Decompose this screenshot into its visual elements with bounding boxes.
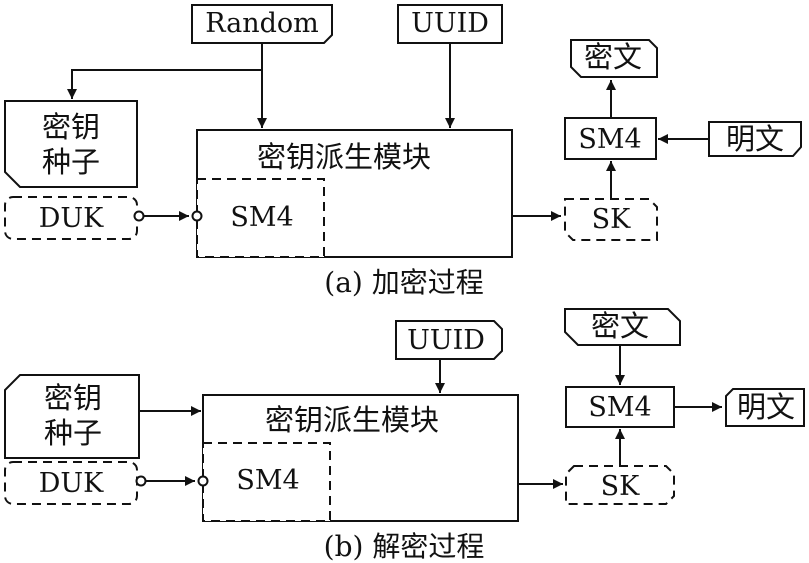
sm4-label-decrypt: SM4 [588,392,651,423]
plaintext-label: 明文 [726,122,784,156]
duk-port [133,210,145,222]
plaintext-node-decrypt: 明文 [725,388,805,427]
random-node: Random [191,4,333,44]
sk-label-decrypt: SK [601,471,640,502]
duk-node: DUK [4,196,138,240]
sm4-label: SM4 [578,124,641,155]
decryption-diagram: UUID 密钥 种子 密钥派生模块 SM4 DUK [4,308,805,563]
sk-node: SK [564,198,658,241]
key-seed-node: 密钥 种子 [4,100,138,188]
kdf-sm4-label: SM4 [230,202,293,233]
ciphertext-label-decrypt: 密文 [591,309,649,343]
plaintext-label-decrypt: 明文 [737,390,795,424]
sm4-node: SM4 [564,117,657,160]
sm4-port-decrypt [197,475,209,487]
plaintext-node: 明文 [708,121,802,157]
duk-node-decrypt: DUK [4,461,138,505]
sm4-port [191,210,203,222]
encryption-diagram: Random UUID 密钥 种子 密钥派生模块 SM4 DUK [4,4,802,299]
random-label: Random [205,8,319,39]
sk-label: SK [592,204,631,235]
ciphertext-node: 密文 [570,39,658,78]
key-seed-label-line1-decrypt: 密钥 [44,381,102,415]
uuid-node: UUID [397,4,503,44]
duk-label-decrypt: DUK [39,468,104,499]
kdf-module-title: 密钥派生模块 [257,140,431,174]
kdf-module: 密钥派生模块 SM4 [196,129,513,258]
caption-encryption: (a) 加密过程 [324,266,483,299]
key-seed-label-line2-decrypt: 种子 [44,416,102,450]
sm4-node-decrypt: SM4 [565,386,675,428]
random-to-seed-arrow [67,69,262,99]
key-seed-label-line1: 密钥 [42,110,100,144]
duk-port-decrypt [135,475,147,487]
ciphertext-node-decrypt: 密文 [564,308,681,346]
ciphertext-label: 密文 [584,40,642,74]
kdf-module-decrypt: 密钥派生模块 SM4 [202,394,519,522]
key-seed-node-decrypt: 密钥 种子 [4,374,140,459]
key-seed-label-line2: 种子 [42,145,100,179]
duk-label: DUK [39,203,104,234]
kdf-sm4-label-decrypt: SM4 [236,465,299,496]
uuid-label-decrypt: UUID [407,325,485,356]
uuid-label: UUID [411,8,489,39]
kdf-module-title-decrypt: 密钥派生模块 [265,403,439,437]
uuid-node-decrypt: UUID [395,320,503,360]
sk-node-decrypt: SK [565,465,675,505]
caption-decryption: (b) 解密过程 [324,530,485,563]
